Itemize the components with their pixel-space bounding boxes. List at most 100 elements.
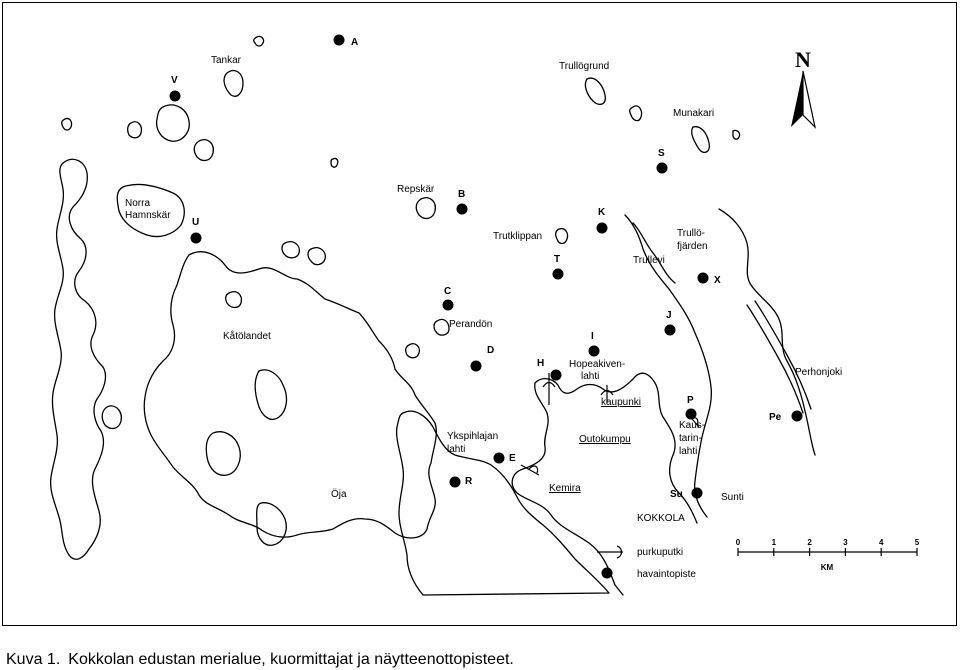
station-u-label: U xyxy=(192,217,199,228)
scale-tick-label: 1 xyxy=(772,538,777,547)
station-p-label: P xyxy=(687,395,694,406)
trullofjarden-east xyxy=(718,208,816,456)
island-small-2 xyxy=(307,247,326,266)
place-label: lahti xyxy=(447,444,465,455)
island-small-1 xyxy=(193,139,214,162)
oja-bay xyxy=(256,502,287,546)
place-label: lahti xyxy=(581,371,599,382)
mainland-shore xyxy=(511,372,698,596)
station-su-marker[interactable] xyxy=(691,487,703,499)
trullofjarden-west xyxy=(624,214,713,518)
island-small-5 xyxy=(61,117,73,131)
compass-arrow-left xyxy=(791,71,803,127)
station-s-label: S xyxy=(658,148,665,159)
station-e-marker[interactable] xyxy=(493,452,505,464)
station-a-marker[interactable] xyxy=(333,34,345,46)
island-small-7 xyxy=(253,35,265,47)
scale-tick-label: 0 xyxy=(736,538,741,547)
island-munakari xyxy=(691,126,710,154)
caption-text: Kokkolan edustan merialue, kuormittajat … xyxy=(68,651,514,668)
place-label: fjärden xyxy=(677,241,708,252)
island-perandon xyxy=(433,318,450,336)
station-j-label: J xyxy=(666,310,672,321)
island-small-10 xyxy=(225,291,243,309)
place-label: Hamnskär xyxy=(125,210,171,221)
pipe-symbol-kaupunki xyxy=(600,385,614,403)
station-k-marker[interactable] xyxy=(596,222,608,234)
place-label: lahti xyxy=(679,446,697,457)
station-i-marker[interactable] xyxy=(588,345,600,357)
station-k-label: K xyxy=(598,207,606,218)
place-label: tarin- xyxy=(679,433,702,444)
pipe-symbol-kemira xyxy=(520,464,540,476)
place-label: Munakari xyxy=(673,108,714,119)
sampling-stations: A V S U B K T X C J I D H P Pe E R xyxy=(169,34,803,500)
legend-station-marker xyxy=(601,567,613,579)
pipe-legend-diffuser xyxy=(616,545,623,559)
island-small-11 xyxy=(101,405,122,430)
station-b-label: B xyxy=(458,189,465,200)
island-small-4 xyxy=(405,343,421,359)
station-v-label: V xyxy=(171,75,178,86)
figure-caption: Kuva 1. Kokkolan edustan merialue, kuormi… xyxy=(6,651,522,669)
scale-tick-label: 2 xyxy=(807,538,812,547)
station-j-marker[interactable] xyxy=(664,324,676,336)
station-t-label: T xyxy=(554,254,560,265)
katolandet-coast xyxy=(143,251,437,539)
station-c-label: C xyxy=(444,286,451,297)
legend: purkuputki havaintopiste xyxy=(597,545,696,580)
legend-station-label: havaintopiste xyxy=(637,569,696,580)
place-label: Sunti xyxy=(721,492,744,503)
compass-arrow-right xyxy=(802,70,817,129)
station-u-marker[interactable] xyxy=(190,232,202,244)
station-p-marker[interactable] xyxy=(685,408,697,420)
caption-number: Kuva 1. xyxy=(6,651,61,668)
station-h-label: H xyxy=(537,358,544,369)
station-t-marker[interactable] xyxy=(552,268,564,280)
station-d-marker[interactable] xyxy=(470,360,482,372)
station-s-marker[interactable] xyxy=(656,162,668,174)
place-label: Öja xyxy=(331,488,347,500)
station-pe-marker[interactable] xyxy=(791,410,803,422)
place-label: Outokumpu xyxy=(579,434,631,445)
station-a-label: A xyxy=(351,37,358,48)
island-tankar xyxy=(223,69,244,97)
katolandet-inlet xyxy=(254,369,288,421)
place-label: KOKKOLA xyxy=(637,513,685,524)
place-label: Tankar xyxy=(211,55,242,66)
north-arrow: N xyxy=(791,47,817,129)
place-label: Trutklippan xyxy=(493,231,542,242)
station-r-marker[interactable] xyxy=(449,476,461,488)
place-label: Perhonjoki xyxy=(795,367,842,378)
place-label: Trullevi xyxy=(633,255,665,266)
island-repskar xyxy=(415,197,436,220)
place-label: Repskär xyxy=(397,184,435,195)
station-x-marker[interactable] xyxy=(697,272,709,284)
place-label: Hopeakiven- xyxy=(569,359,625,370)
coastline-group xyxy=(49,35,816,596)
station-b-marker[interactable] xyxy=(456,203,468,215)
scale-tick-label: 4 xyxy=(879,538,884,547)
island-small-6 xyxy=(127,121,143,139)
west-coast xyxy=(49,158,107,560)
place-label: Norra xyxy=(125,198,150,209)
place-label: Trullögrund xyxy=(559,61,609,72)
place-label: Perandön xyxy=(449,319,492,330)
place-label: Ykspihlajan xyxy=(447,431,498,442)
katolandet-inlet-2 xyxy=(205,431,241,476)
compass-label: N xyxy=(795,47,811,72)
station-c-marker[interactable] xyxy=(442,299,454,311)
island-trutklippan xyxy=(555,227,569,245)
station-h-marker[interactable] xyxy=(550,369,562,381)
legend-sampling-point: havaintopiste xyxy=(601,567,696,580)
station-x-label: X xyxy=(714,275,721,286)
legend-discharge-pipe: purkuputki xyxy=(597,545,683,559)
place-label: kaupunki xyxy=(601,397,641,408)
perhonjoki-river xyxy=(746,300,812,414)
island-small-12 xyxy=(732,129,741,140)
pipe-symbol-h xyxy=(542,373,556,405)
station-v-marker[interactable] xyxy=(169,90,181,102)
island-small-9 xyxy=(330,157,339,168)
